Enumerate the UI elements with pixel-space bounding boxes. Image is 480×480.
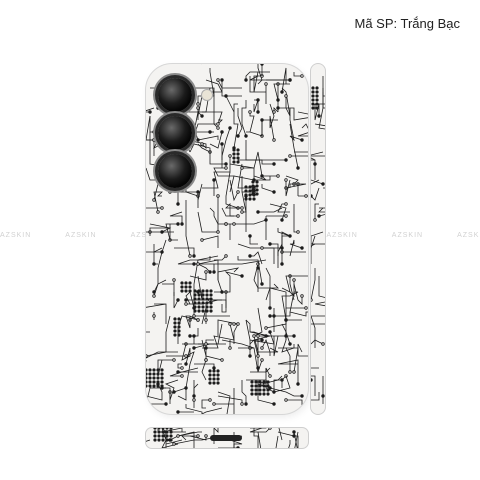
product-code-label: Mã SP: Trắng Bạc (354, 16, 461, 31)
phone-side-skin (311, 64, 325, 414)
watermark-text: AZSKIN (457, 232, 480, 239)
camera-lens-top (158, 78, 192, 112)
circuit-pattern-back (146, 64, 308, 414)
camera-lens-bottom (158, 154, 192, 188)
watermark-text: AZSKIN (391, 232, 424, 239)
camera-lens-middle (158, 116, 192, 150)
phone-bottom-skin (146, 428, 308, 448)
camera-flash (202, 90, 212, 100)
usb-port (210, 435, 242, 441)
circuit-pattern-bottom (146, 428, 299, 448)
watermark-text: AZSKIN (0, 232, 32, 239)
watermark-text: AZSKIN (131, 232, 162, 244)
watermark-text: AZSKIN (326, 232, 358, 239)
circuit-pattern-side (311, 76, 325, 404)
phone-back-skin (146, 64, 308, 414)
watermark-text: AZSKIN (65, 232, 97, 239)
